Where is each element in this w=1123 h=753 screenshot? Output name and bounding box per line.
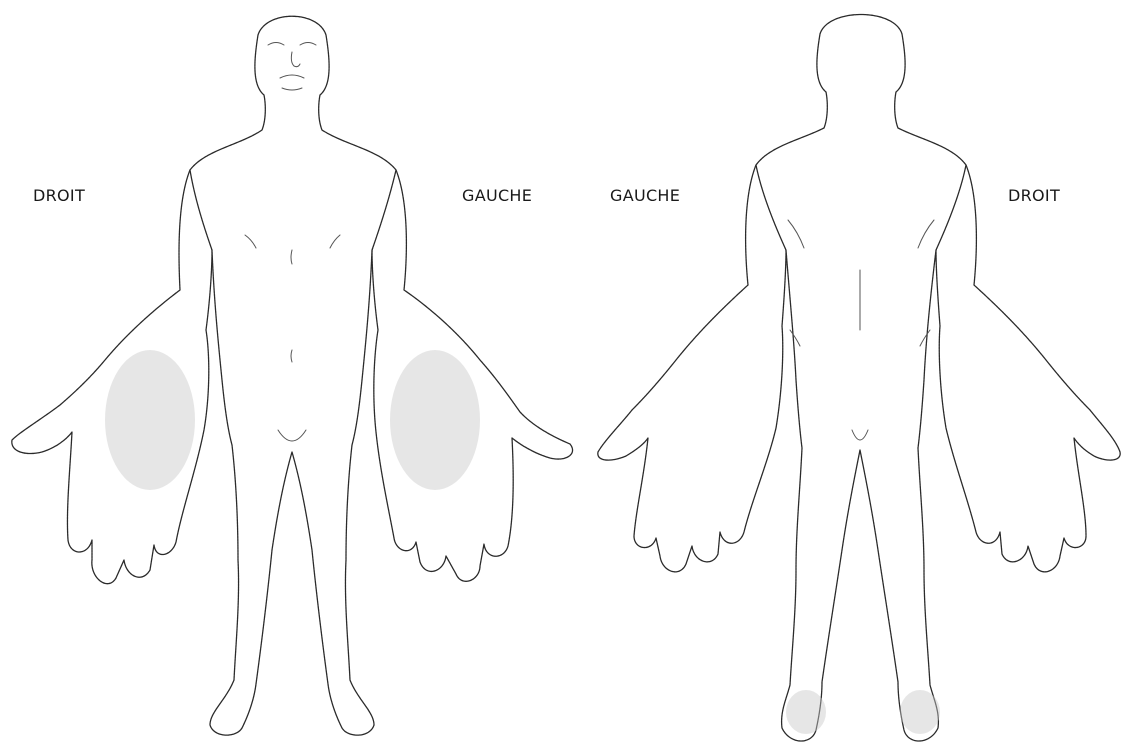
front-left-palm-shade <box>390 350 480 490</box>
front-right-side-label: DROIT <box>33 188 85 204</box>
back-right-foot-shade <box>900 690 940 734</box>
front-right-palm-shade <box>105 350 195 490</box>
back-left-foot-shade <box>786 690 826 734</box>
back-torso-legs <box>756 15 966 742</box>
front-torso-legs <box>190 16 396 735</box>
front-left-side-label: GAUCHE <box>462 188 532 204</box>
back-right-side-label: DROIT <box>1008 188 1060 204</box>
back-body-figure <box>598 15 1120 742</box>
back-left-arm <box>598 165 786 572</box>
back-left-side-label: GAUCHE <box>610 188 680 204</box>
back-right-arm <box>936 165 1120 572</box>
front-body-figure <box>12 16 573 735</box>
